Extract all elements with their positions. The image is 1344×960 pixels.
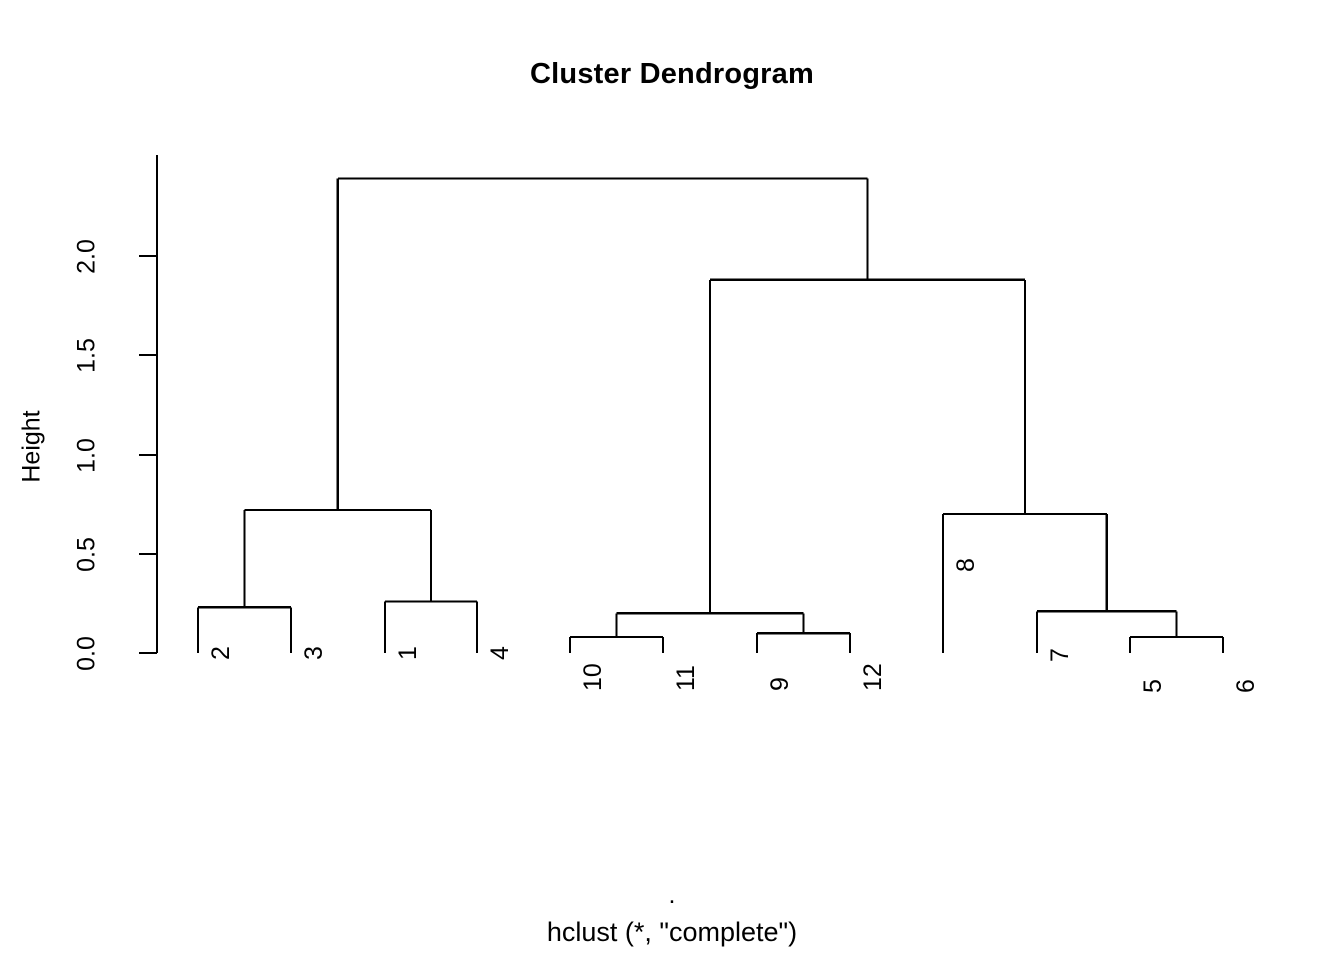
x-axis-label-method: hclust (*, "complete") bbox=[546, 917, 798, 947]
leaf-label: 4 bbox=[486, 646, 514, 660]
leaf-label: 5 bbox=[1139, 679, 1167, 693]
leaf-label: 8 bbox=[952, 558, 980, 572]
page-title: Cluster Dendrogram bbox=[530, 58, 814, 90]
leaf-label: 6 bbox=[1232, 679, 1260, 693]
y-axis-tick-label: 1.0 bbox=[72, 438, 101, 473]
x-axis-label-distance: . bbox=[668, 881, 676, 909]
y-axis-tick-label: 2.0 bbox=[72, 239, 101, 274]
leaf-label: 1 bbox=[394, 646, 422, 660]
y-axis-tick-label: 0.5 bbox=[72, 537, 101, 572]
leaf-label: 11 bbox=[672, 665, 700, 691]
leaf-label: 12 bbox=[859, 663, 887, 691]
leaf-label: 10 bbox=[579, 663, 607, 691]
y-axis-tick-label: 1.5 bbox=[72, 338, 101, 373]
leaf-label: 7 bbox=[1046, 648, 1074, 662]
leaf-label: 9 bbox=[766, 677, 794, 691]
y-axis-tick-label: 0.0 bbox=[72, 636, 101, 671]
leaf-label: 2 bbox=[207, 646, 235, 660]
leaf-label: 3 bbox=[300, 646, 328, 660]
